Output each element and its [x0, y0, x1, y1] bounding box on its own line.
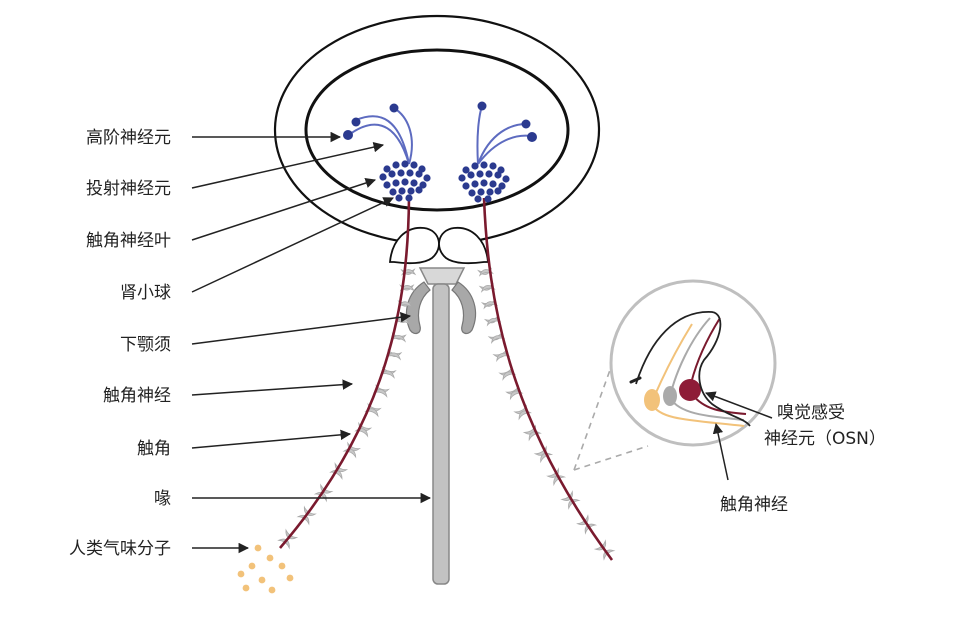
projection-neuron-dot [489, 180, 497, 188]
projection-neuron-dot [401, 178, 409, 186]
projection-neuron-dot [395, 194, 403, 202]
antenna-segment [386, 352, 402, 361]
antenna-segment [313, 492, 327, 503]
odor-molecules [237, 544, 294, 594]
projection-neuron-dot [401, 160, 409, 168]
antenna-segment [553, 475, 567, 487]
left-antenna [277, 268, 417, 550]
label-inset-antennal-nerve: 触角神经 [720, 495, 788, 515]
projection-neuron-dot [477, 188, 485, 196]
projection-neuron-dot [486, 188, 494, 196]
label-antennal-nerve: 触角神经 [103, 386, 171, 406]
label-odor-molecules: 人类气味分子 [69, 539, 171, 559]
projection-neuron-dot [494, 187, 502, 195]
antenna-segment [518, 410, 532, 421]
antenna-segment [480, 285, 496, 293]
projection-neuron-dot [383, 181, 391, 189]
label-projection-neuron: 投射神经元 [86, 179, 171, 199]
label-proboscis: 喙 [154, 489, 171, 509]
projection-neuron-dot [392, 179, 400, 187]
projection-neuron-dot [388, 170, 396, 178]
projection-neuron-dot [462, 166, 470, 174]
projection-neuron-dot [480, 161, 488, 169]
projection-neuron-dot [398, 187, 406, 195]
projection-neuron-dot [389, 188, 397, 196]
projection-neuron-dot [468, 189, 476, 197]
projection-neuron-dot [410, 179, 418, 187]
projection-neuron-dot [458, 174, 466, 182]
label-antennal-lobe: 触角神经叶 [86, 231, 171, 251]
antenna-segment [380, 370, 395, 379]
antenna-segment [372, 389, 388, 398]
projection-neuron-dot [415, 186, 423, 194]
projection-neuron-dot [379, 173, 387, 181]
projection-neuron-dot [474, 195, 482, 203]
label-osn-line2: 神经元（OSN） [764, 429, 886, 449]
left-higher-neurons [343, 103, 413, 165]
antenna-segment [502, 371, 517, 381]
right-antennal-lobe [458, 161, 510, 203]
projection-neuron-dot [480, 179, 488, 187]
mandible-palps [405, 281, 477, 335]
projection-neuron-dot [406, 169, 414, 177]
projection-neuron-dot [405, 194, 413, 202]
leader-lines [191, 131, 773, 554]
projection-neuron-dot [498, 182, 506, 190]
proboscis [418, 267, 466, 585]
projection-neuron-dot [419, 181, 427, 189]
projection-neuron-dot [484, 195, 492, 203]
projection-neuron-dot [489, 162, 497, 170]
projection-neuron-dot [383, 165, 391, 173]
projection-neuron-dot [476, 170, 484, 178]
label-mandible: 下颚须 [120, 335, 171, 355]
right-higher-neurons [476, 101, 537, 165]
projection-neuron-dot [423, 174, 431, 182]
projection-neuron-dot [485, 170, 493, 178]
projection-neuron-dot [392, 161, 400, 169]
projection-neuron-dot [471, 180, 479, 188]
projection-neuron-dot [494, 171, 502, 179]
projection-neuron-dot [410, 161, 418, 169]
right-antennal-nerve [482, 197, 614, 561]
head-capsule [273, 14, 601, 265]
projection-neuron-dot [407, 187, 415, 195]
label-glomerulus: 肾小球 [120, 283, 171, 303]
antenna-segment [397, 301, 413, 309]
antenna-segment [391, 335, 407, 343]
label-higher-neuron: 高阶神经元 [86, 128, 171, 148]
antenna-segment [528, 431, 542, 442]
projection-neuron-dot [415, 170, 423, 178]
projection-neuron-dot [397, 169, 405, 177]
label-osn-line1: 嗅觉感受 [777, 403, 845, 423]
antenna-segment [399, 285, 415, 292]
projection-neuron-dot [467, 171, 475, 179]
osn-inset [609, 279, 777, 447]
inset-dashed-lines [573, 369, 649, 471]
antenna-segment [540, 452, 554, 464]
projection-neuron-dot [502, 175, 510, 183]
projection-neuron-dot [471, 162, 479, 170]
projection-neuron-dot [462, 182, 470, 190]
label-antenna: 触角 [137, 439, 171, 459]
left-antennal-lobe [379, 160, 431, 202]
